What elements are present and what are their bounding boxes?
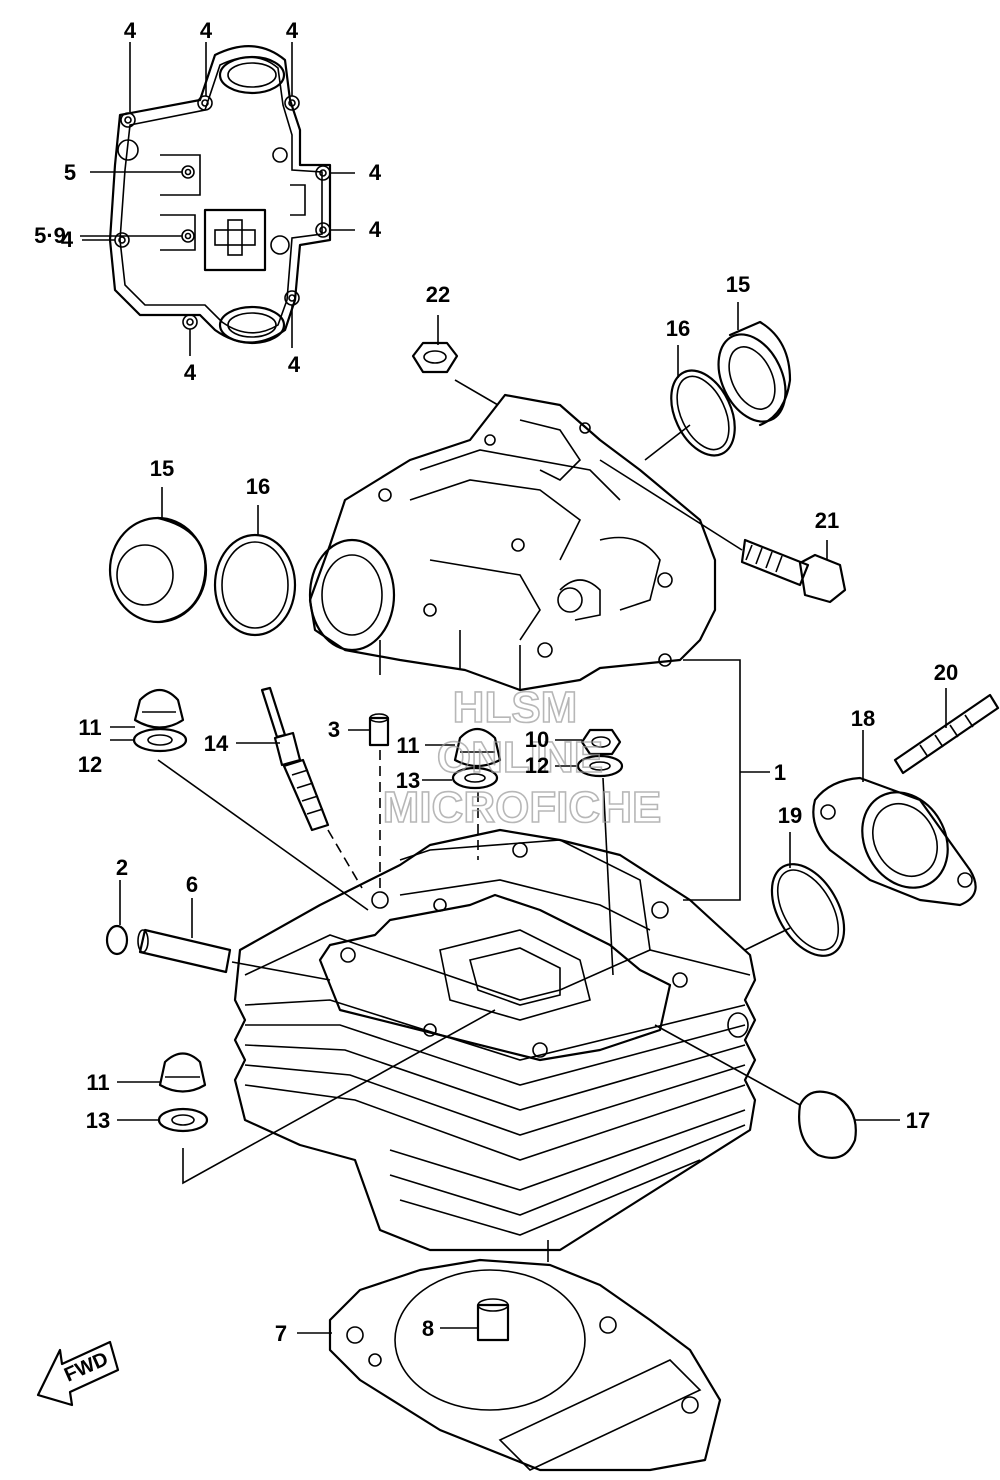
callout-4: 4 (286, 18, 299, 43)
callout-5: 5 (64, 160, 76, 185)
callout-17: 17 (906, 1108, 930, 1133)
part-13-washer-lower (117, 1009, 496, 1185)
callout-4: 4 (369, 160, 382, 185)
callout-20: 20 (934, 660, 958, 685)
part-21-bolt (599, 459, 847, 604)
part-11-nut-middle (425, 727, 502, 768)
callout-21: 21 (815, 508, 839, 533)
callout-15: 15 (726, 272, 750, 297)
callout-12: 12 (78, 752, 102, 777)
part-6-pipe (137, 898, 331, 981)
part-14-spark-plug (236, 686, 363, 889)
callout-14: 14 (204, 731, 229, 756)
callout-4: 4 (124, 18, 137, 43)
part-11-nut-upper (110, 688, 185, 729)
callout-19: 19 (778, 803, 802, 828)
part-2-plug (105, 880, 129, 956)
fwd-arrow-icon: FWD (36, 1340, 120, 1407)
callout-4: 4 (369, 217, 382, 242)
callout-10: 10 (525, 727, 549, 752)
part-8-dowel-pin (440, 1298, 510, 1342)
part-10-nut (555, 728, 622, 756)
callout-16: 16 (246, 474, 270, 499)
watermark: HLSM ONLINE MICROFICHE (382, 682, 662, 833)
part-20-stud (893, 688, 1000, 775)
callout-11: 11 (86, 1070, 109, 1095)
callout-18: 18 (851, 706, 875, 731)
part-3-dowel-pin (348, 713, 390, 890)
callout-11: 11 (78, 715, 101, 740)
watermark-line-1: HLSM (453, 683, 578, 732)
part-22-nut (411, 315, 499, 406)
callout-5-9: 5·9 (34, 223, 66, 248)
callout-4: 4 (184, 360, 197, 385)
callout-13: 13 (86, 1108, 110, 1133)
part-16-o-ring-left (213, 505, 297, 637)
cylinder-head-gasket (297, 1240, 722, 1472)
part-15-cap-right (644, 302, 792, 461)
callout-15: 15 (150, 456, 174, 481)
callout-labels: 4 4 4 4 4 4 4 4 5 5·9 22 15 16 15 16 21 … (34, 18, 958, 1346)
watermark-line-2: ONLINE (437, 733, 603, 782)
callout-3: 3 (328, 717, 340, 742)
callout-4: 4 (61, 227, 74, 252)
callout-4: 4 (288, 352, 301, 377)
callout-13: 13 (396, 768, 420, 793)
part-1-bracket-line (683, 659, 770, 901)
callout-16: 16 (666, 316, 690, 341)
callout-11: 11 (396, 733, 419, 758)
callout-1: 1 (774, 760, 786, 785)
part-13-washer-middle (422, 766, 499, 860)
part-12-washer-upper (110, 727, 369, 911)
callout-2: 2 (116, 855, 128, 880)
head-cover-leader-lines (80, 42, 355, 356)
callout-6: 6 (186, 872, 198, 897)
part-11-nut-lower (117, 1052, 207, 1093)
part-12-washer-middle (555, 754, 624, 976)
part-18-intake-pipe (812, 730, 977, 907)
callout-4: 4 (200, 18, 213, 43)
callout-7: 7 (275, 1321, 287, 1346)
head-cover-top-view (108, 45, 332, 345)
callout-12: 12 (525, 753, 549, 778)
part-15-cap-left (108, 487, 208, 624)
callout-8: 8 (422, 1316, 434, 1341)
part-16-o-ring-right (670, 345, 736, 457)
part-19-o-ring (744, 832, 846, 957)
cylinder-head-cover (308, 393, 717, 692)
part-17-cap (654, 1024, 900, 1159)
callout-22: 22 (426, 282, 450, 307)
watermark-line-3: MICROFICHE (383, 783, 662, 832)
cylinder-head (233, 828, 757, 1252)
